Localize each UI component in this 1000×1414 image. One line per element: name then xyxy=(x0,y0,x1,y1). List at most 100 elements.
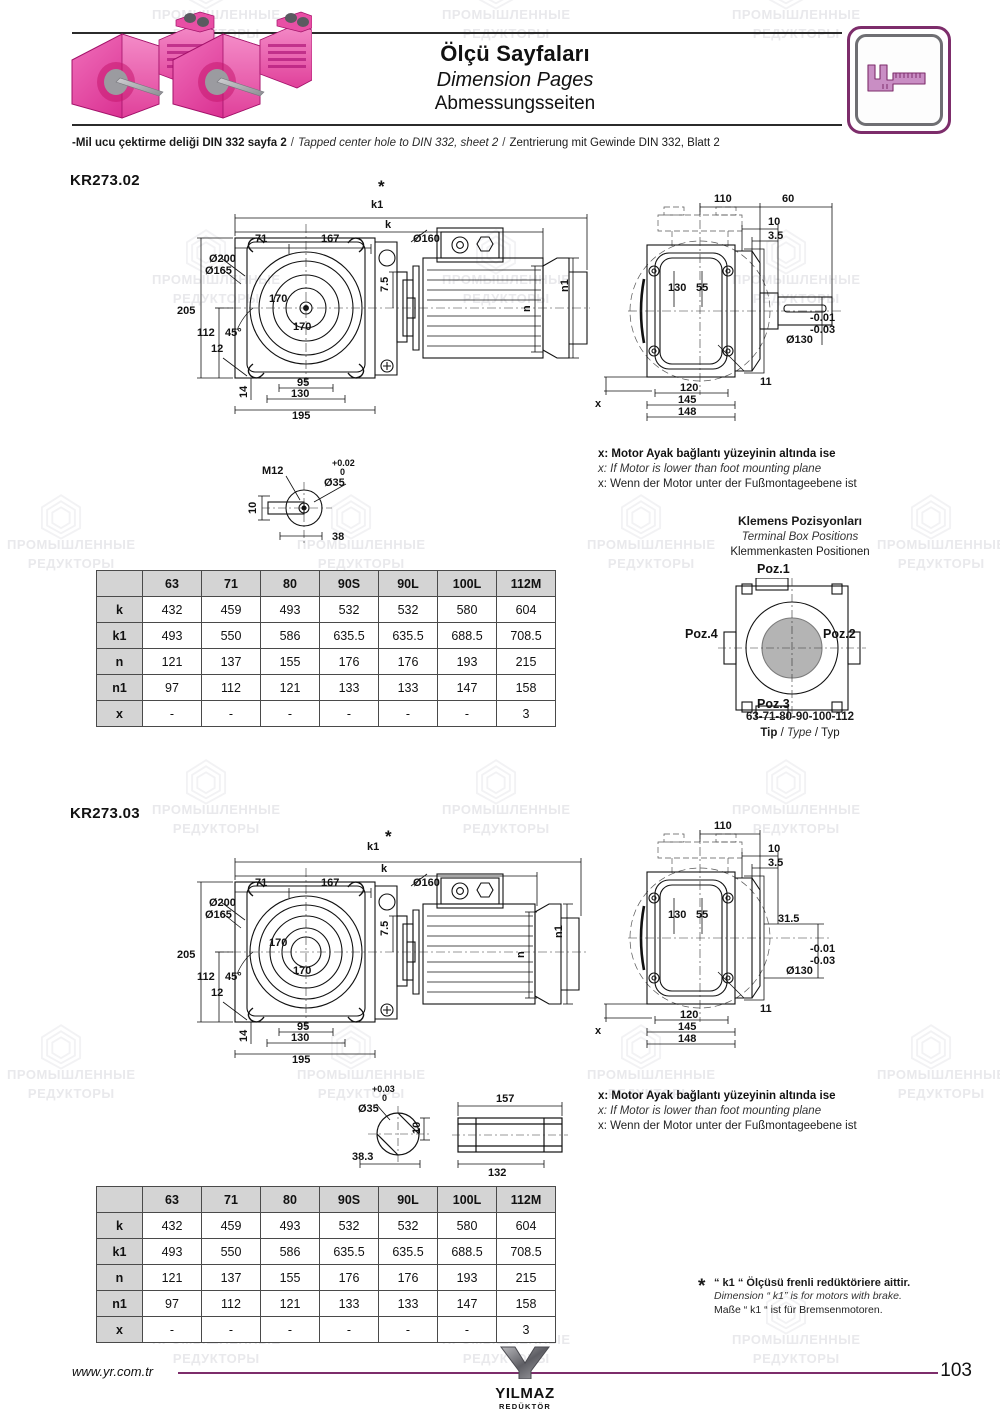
table-cell-x-71: - xyxy=(201,700,261,727)
tol-up: -0.01 xyxy=(810,312,835,324)
model-title-1: KR273.02 xyxy=(70,172,140,189)
dim-170a: 170 xyxy=(269,293,287,305)
table-cell-k1-90S: 635.5 xyxy=(319,1238,379,1265)
dim-148: 148 xyxy=(678,1033,696,1045)
drawing-kr27302-front-view: * k1 k 71 167 Ø160 Ø200 Ø165 205 112 45°… xyxy=(177,180,590,422)
dim-dia130: Ø130 xyxy=(786,965,813,977)
dim-12: 12 xyxy=(211,343,223,355)
dim-11: 11 xyxy=(760,376,772,388)
table-cell-k-71: 459 xyxy=(201,1212,261,1239)
table-row-header-n: n xyxy=(96,1264,143,1291)
footnote-star: * xyxy=(698,1276,706,1297)
page-footer: www.yr.com.tr YILMAZ REDÜKTÖR 103 xyxy=(0,1340,1000,1414)
dim-k: k xyxy=(385,219,392,231)
footnote-de: Maße “ k1 “ ist für Bremsenmotoren. xyxy=(714,1303,883,1316)
table-cell-x-63: - xyxy=(142,1316,202,1343)
poz-1-label: Poz.1 xyxy=(757,562,790,576)
din-note-sep-2: / xyxy=(502,137,506,149)
dim-10: 10 xyxy=(247,502,259,514)
table-cell-n-112M: 215 xyxy=(496,1264,556,1291)
dim-x: x xyxy=(595,398,602,410)
header-rule-top xyxy=(72,32,842,34)
dim-130: 130 xyxy=(291,388,309,400)
table-cell-x-90L: - xyxy=(378,1316,438,1343)
table-cell-n1-63: 97 xyxy=(142,674,202,701)
dim-k: k xyxy=(381,863,388,875)
dim-95: 95 xyxy=(297,377,309,389)
dim-55: 55 xyxy=(696,909,708,921)
watermark-logo xyxy=(905,490,957,542)
table-col-header-5: 100L xyxy=(437,1186,497,1213)
note-x-1: x: Motor Ayak bağlantı yüzeyinin altında… xyxy=(598,447,857,493)
table-col-header-2: 80 xyxy=(260,1186,320,1213)
dim-55: 55 xyxy=(696,282,708,294)
dim-d200: Ø200 xyxy=(209,897,236,909)
table-cell-n1-71: 112 xyxy=(201,674,261,701)
table-cell-k-80: 493 xyxy=(260,596,320,623)
table-cell-n-90S: 176 xyxy=(319,1264,379,1291)
table-cell-k1-63: 493 xyxy=(142,1238,202,1265)
drawing-terminal-box-positions xyxy=(718,578,866,718)
table-cell-x-112M: 3 xyxy=(496,700,556,727)
din-note-de: Zentrierung mit Gewinde DIN 332, Blatt 2 xyxy=(509,137,720,149)
table-row: x------3 xyxy=(96,1316,556,1343)
table-row-header-n1: n1 xyxy=(96,674,143,701)
table-col-header-4: 90L xyxy=(378,1186,438,1213)
brand-subtitle: REDÜKTÖR xyxy=(498,1402,552,1411)
dim-x: x xyxy=(595,1025,602,1037)
dim-132: 132 xyxy=(488,1167,506,1179)
poz-3-label: Poz.3 xyxy=(757,697,790,711)
dim-130: 130 xyxy=(291,1032,309,1044)
watermark-logo xyxy=(760,755,812,807)
table-cell-k-80: 493 xyxy=(260,1212,320,1239)
dim-60: 60 xyxy=(782,193,794,205)
table-cell-x-80: - xyxy=(260,700,320,727)
table-cell-n1-90L: 133 xyxy=(378,674,438,701)
tol-low: -0.03 xyxy=(810,955,835,967)
dim-95: 95 xyxy=(297,1021,309,1033)
dim-120: 120 xyxy=(680,382,698,394)
watermark-logo xyxy=(35,1020,87,1072)
table-cell-k-100L: 580 xyxy=(437,596,497,623)
table-cell-k1-90S: 635.5 xyxy=(319,622,379,649)
terminal-box-heading-en: Terminal Box Positions xyxy=(741,530,859,543)
caliper-badge xyxy=(847,26,951,134)
table-cell-k1-80: 586 xyxy=(260,622,320,649)
dim-10: 10 xyxy=(768,843,780,855)
page-number: 103 xyxy=(940,1360,972,1381)
model-title-2: KR273.03 xyxy=(70,805,140,822)
table-cell-x-71: - xyxy=(201,1316,261,1343)
dim-n: n xyxy=(521,305,533,312)
drawing-kr27302-shaft-detail: M12 10 +0.02 0 Ø35 38 xyxy=(247,458,355,544)
table-cell-n-71: 137 xyxy=(201,648,261,675)
dim-star: * xyxy=(378,180,385,196)
title-turkish: Ölçü Sayfaları xyxy=(440,41,590,66)
table-cell-x-80: - xyxy=(260,1316,320,1343)
dim-n: n xyxy=(515,951,527,958)
tol-low: 0 xyxy=(382,1093,387,1103)
note-x-2-de: x: Wenn der Motor unter der Fußmontageeb… xyxy=(598,1120,857,1133)
watermark-logo xyxy=(180,755,232,807)
table-cell-x-112M: 3 xyxy=(496,1316,556,1343)
table-corner-cell xyxy=(96,570,143,597)
website-url[interactable]: www.yr.com.tr xyxy=(72,1364,154,1379)
table-cell-k1-90L: 635.5 xyxy=(378,622,438,649)
dim-120: 120 xyxy=(680,1009,698,1021)
watermark-logo xyxy=(905,1020,957,1072)
caliper-badge-inner xyxy=(855,34,943,126)
dim-71: 71 xyxy=(255,877,267,889)
table-row: x------3 xyxy=(96,700,556,727)
table-row-header-x: x xyxy=(96,1316,143,1343)
dim-10: 10 xyxy=(411,1122,423,1134)
